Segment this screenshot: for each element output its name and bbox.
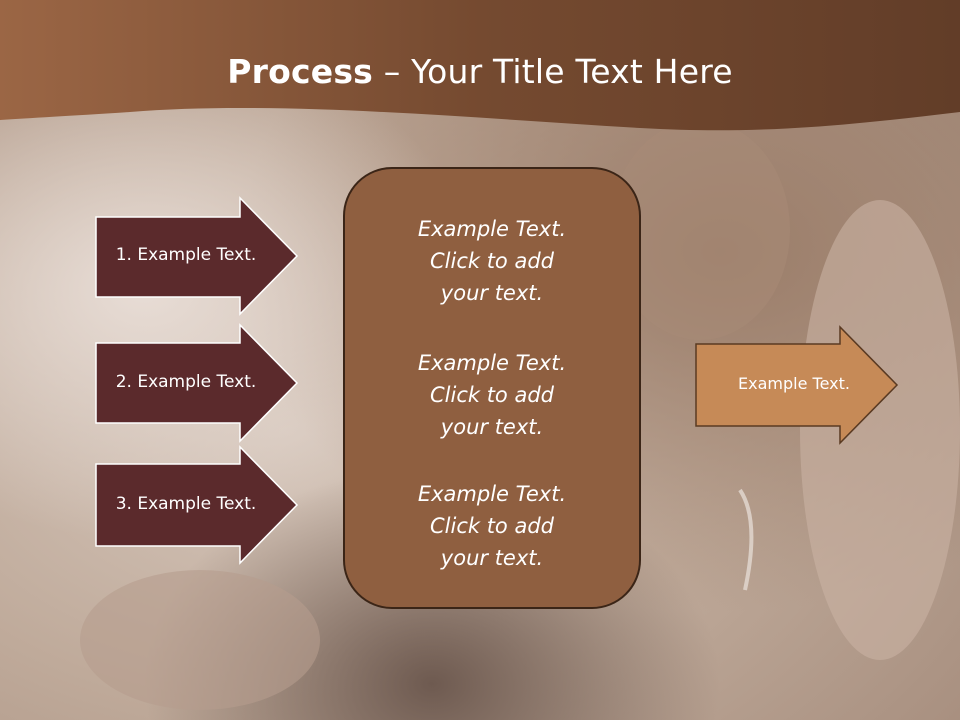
left-arrow-1[interactable] <box>95 196 299 316</box>
center-box[interactable] <box>343 167 641 609</box>
center-block-3-line-1: Example Text. <box>417 482 567 506</box>
left-arrow-3-label: 3. Example Text. <box>115 494 257 514</box>
center-block-3-line-3: your text. <box>440 546 544 570</box>
center-block-2-line-3: your text. <box>440 415 544 439</box>
center-block-2-line-2: Click to add <box>429 383 554 407</box>
center-block-2-line-1: Example Text. <box>417 351 567 375</box>
title-bold: Process <box>227 52 374 91</box>
left-arrow-2-label: 2. Example Text. <box>115 372 257 392</box>
left-arrow-1-label: 1. Example Text. <box>115 245 257 265</box>
center-block-1-line-3: your text. <box>440 281 544 305</box>
left-arrow-3[interactable] <box>95 445 299 565</box>
center-block-1-line-1: Example Text. <box>417 217 567 241</box>
center-block-3-line-2: Click to add <box>429 514 554 538</box>
center-block-1: Example Text. Click to add your text. <box>377 213 607 309</box>
center-block-3: Example Text. Click to add your text. <box>377 478 607 574</box>
header-band <box>0 0 960 131</box>
right-arrow[interactable] <box>695 325 899 445</box>
right-arrow-label: Example Text. <box>738 374 850 393</box>
left-arrow-2[interactable] <box>95 323 299 443</box>
center-block-1-line-2: Click to add <box>429 249 554 273</box>
slide-title: Process – Your Title Text Here <box>0 52 960 91</box>
title-rest: – Your Title Text Here <box>373 52 733 91</box>
center-block-2: Example Text. Click to add your text. <box>377 347 607 443</box>
